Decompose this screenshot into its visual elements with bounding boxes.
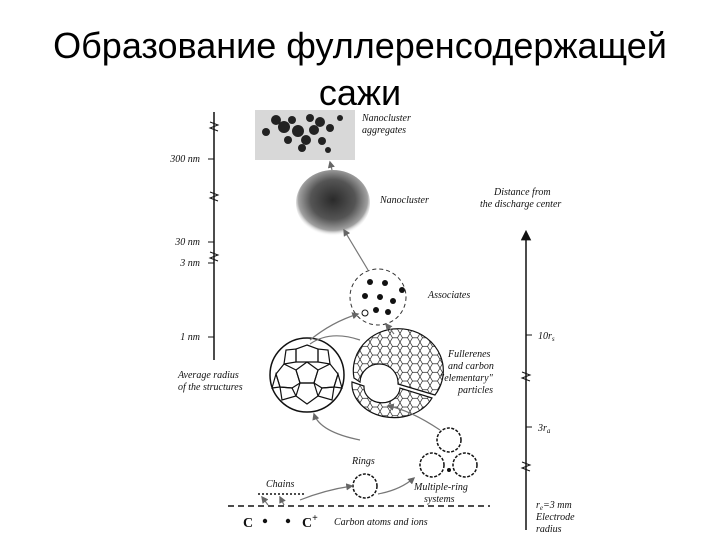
label-fullerenes-2: and carbon [448,361,494,372]
electrode-radius-line3: radius [536,524,562,535]
axis-break-icon [208,121,220,132]
label-atoms-ions: Carbon atoms and ions [334,517,428,528]
axis-break-icon [208,191,220,202]
tick-label-10rs: 10rs [538,331,555,343]
slide-title-line1: Образование фуллеренсодержащей [53,25,667,66]
label-nanocluster-aggregates-2: aggregates [362,125,406,136]
label-rings: Rings [351,456,375,467]
process-arrows [261,160,441,506]
fullerene-shell [352,328,444,396]
slide-title: Образование фуллеренсодержащей сажи [0,22,720,116]
label-nanocluster-aggregates-1: Nanocluster [361,113,411,124]
nanocluster-aggregates-image: Nanocluster aggregates [255,110,411,160]
associates-boundary [349,268,407,326]
nanocluster-blob [296,170,370,236]
fullerene-shell-lower [351,381,433,419]
tick-label-1nm: 1 nm [180,332,200,343]
label-fullerenes-1: Fullerenes [447,349,491,360]
multiple-ring-systems: Multiple-ring systems [413,427,478,505]
label-associates: Associates [427,290,470,301]
label-fullerenes-4: particles [457,385,493,396]
right-axis-caption-line2: the discharge center [480,199,561,210]
single-ring [352,473,378,499]
left-axis-caption-line2: of the structures [178,382,243,393]
rings: Rings [351,456,378,499]
label-nanocluster: Nanocluster [379,195,429,206]
axis-break-icon [520,371,532,382]
left-axis-caption-line1: Average radius [177,370,239,381]
tick-label-30nm: 30 nm [174,237,200,248]
label-atom-c: C [243,516,253,531]
left-axis: 300 nm 30 nm 3 nm 1 nm Average radius of… [169,112,243,393]
label-multiring-2: systems [424,494,455,505]
label-chains: Chains [266,479,294,490]
electrode-radius-value: re=3 mm [536,500,572,512]
associates: Associates [349,268,470,326]
axis-break-icon [520,461,532,472]
right-axis-caption-line1: Distance from [493,187,551,198]
tick-label-3nm: 3 nm [179,258,200,269]
fullerene-particles: Fullerenes and carbon "elementary" parti… [351,328,494,419]
label-multiring-1: Multiple-ring [413,482,468,493]
slide-title-line2: сажи [318,72,402,113]
tick-label-3ra: 3ra [537,423,551,435]
fullerene-c60 [269,337,345,413]
chains: Chains [258,479,304,495]
nanocluster: Nanocluster [296,170,429,236]
carbon-atoms-ions: C C+ Carbon atoms and ions [228,505,490,531]
axis-break-icon [208,251,220,262]
electrode-radius-line2: Electrode [535,512,575,523]
label-fullerenes-3: "elementary" [440,373,494,384]
label-ion-c: C+ [302,513,318,531]
right-axis: Distance from the discharge center 10rs … [480,187,575,535]
tick-label-300nm: 300 nm [169,154,200,165]
